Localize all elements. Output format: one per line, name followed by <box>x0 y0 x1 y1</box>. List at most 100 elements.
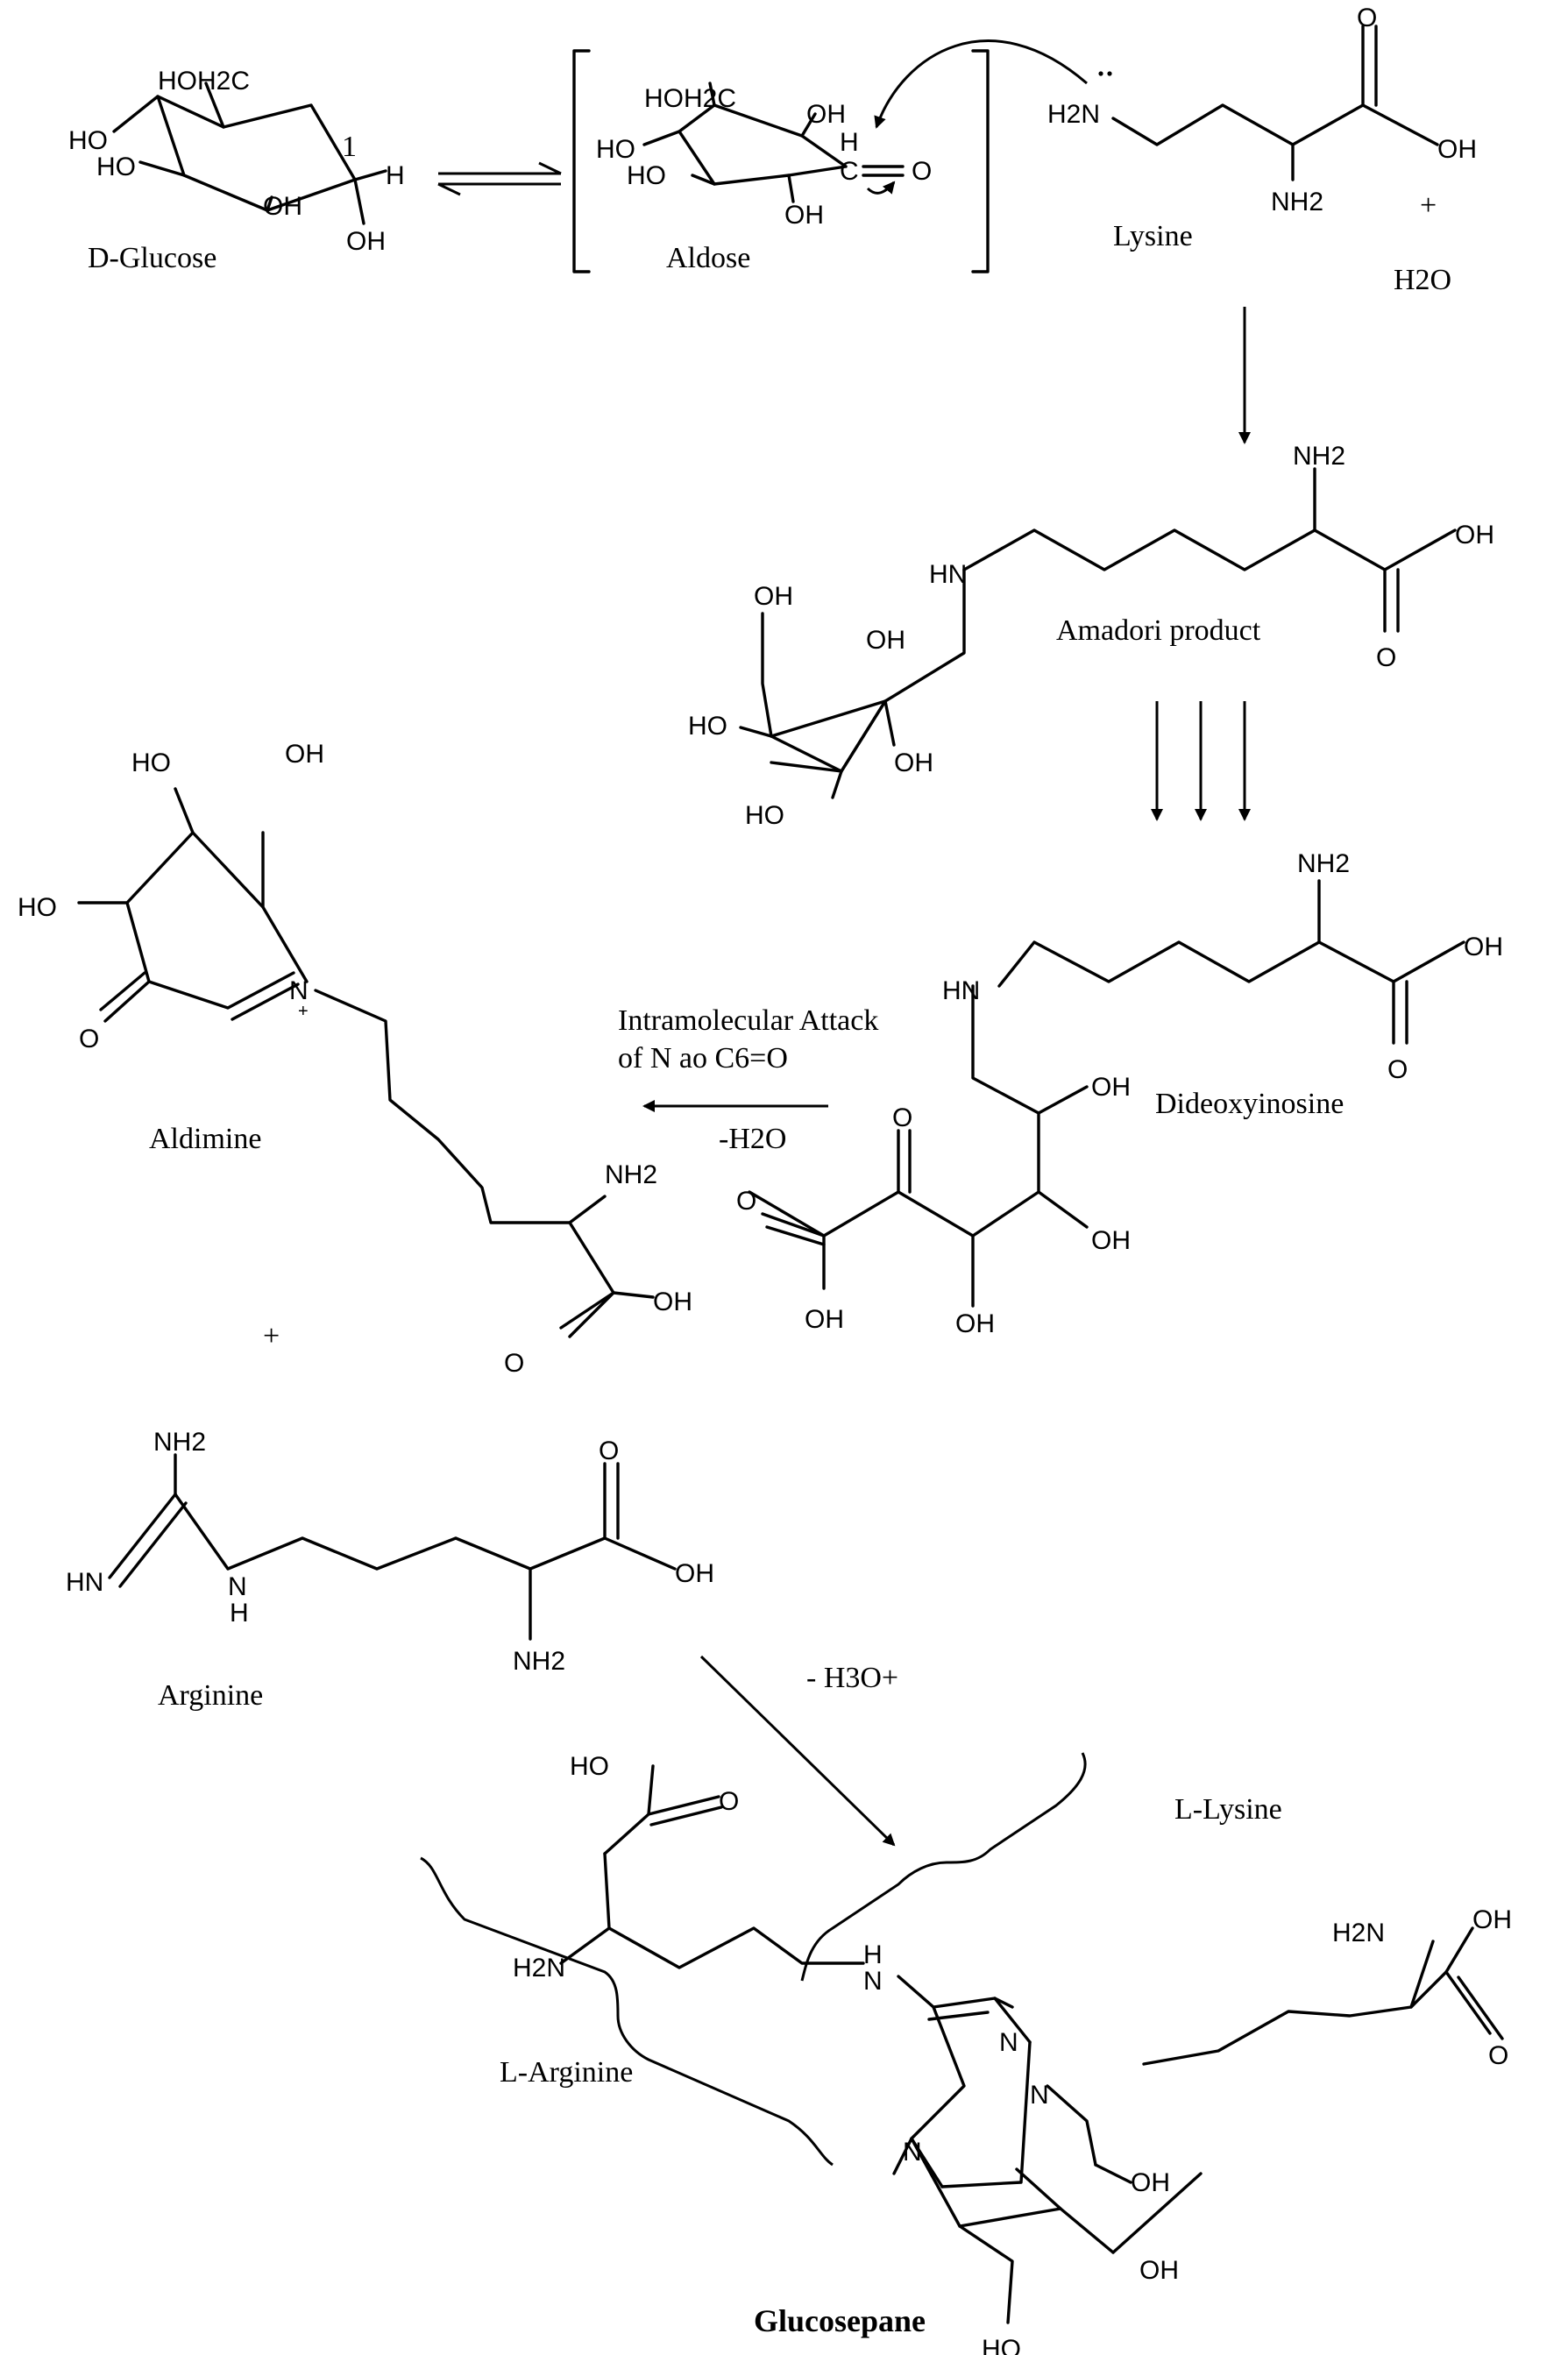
intramolecular-caption-line1: Intramolecular Attack <box>618 1004 878 1037</box>
n-label: N <box>1030 2081 1049 2110</box>
d-glucose-structure: HOH2C HO HO OH H OH 1 D-Glucose <box>68 67 405 274</box>
l-lysine-caption: L-Lysine <box>1174 1793 1282 1826</box>
hn-label: HN <box>66 1568 103 1597</box>
dideoxyinosine-caption: Dideoxyinosine <box>1155 1088 1344 1120</box>
intramolecular-caption-line2: of N ao C6=O <box>618 1042 788 1075</box>
hoh2c-label: HOH2C <box>644 84 736 113</box>
oh-label: OH <box>1464 933 1503 961</box>
o-label: O <box>719 1787 739 1816</box>
oh-label: OH <box>263 192 302 221</box>
h2n-label: H2N <box>1332 1919 1385 1947</box>
n-label: N <box>863 1967 883 1996</box>
oh-label: OH <box>1437 135 1477 164</box>
nh2-label: NH2 <box>153 1428 206 1457</box>
o-label: O <box>892 1103 912 1132</box>
oh-label: OH <box>805 1305 844 1334</box>
h-label: H <box>230 1599 249 1628</box>
o-label: O <box>1376 643 1396 672</box>
oh-label: OH <box>866 626 905 655</box>
aldose-caption: Aldose <box>666 242 750 274</box>
carbon-number-label: 1 <box>342 131 357 163</box>
ho-label: HO <box>131 748 171 777</box>
oh-label: OH <box>1455 521 1494 550</box>
plus-charge: + <box>298 1002 309 1021</box>
amadori-product-structure: NH2 OH O HN OH OH HO OH HO Amadori produ… <box>688 442 1494 830</box>
h-label: H <box>840 128 859 157</box>
o-label: O <box>599 1436 619 1465</box>
oh-label: OH <box>1091 1226 1131 1255</box>
o-label: O <box>1488 2041 1508 2070</box>
h-label: H <box>863 1940 883 1969</box>
o-label: O <box>1357 4 1377 32</box>
n-label: N <box>903 2138 922 2167</box>
l-lysine-brace <box>800 1752 1087 1982</box>
o-label: O <box>79 1025 99 1053</box>
ho-label: HO <box>982 2335 1021 2355</box>
oh-label: OH <box>784 201 824 230</box>
o-label: O <box>912 157 932 186</box>
h2n-label: H2N <box>1047 100 1100 129</box>
ho-label: HO <box>627 161 666 190</box>
l-arginine-brace <box>420 1856 834 2167</box>
ho-label: HO <box>68 126 108 155</box>
nh2-label: NH2 <box>1271 188 1323 216</box>
oh-label: OH <box>955 1309 995 1338</box>
nh2-label: NH2 <box>1293 442 1345 471</box>
oh-label: OH <box>285 740 324 769</box>
aldimine-caption: Aldimine <box>149 1123 261 1155</box>
h2n-label: H2N <box>513 1954 565 1983</box>
nh2-label: NH2 <box>513 1647 565 1676</box>
plus-sign: + <box>263 1320 280 1352</box>
water-caption: H2O <box>1394 264 1451 296</box>
oh-label: OH <box>754 582 793 611</box>
ho-label: HO <box>745 801 784 830</box>
oh-label: OH <box>1131 2168 1170 2197</box>
oh-label: OH <box>1139 2256 1179 2285</box>
triple-arrows <box>1151 701 1251 821</box>
oh-label: OH <box>894 748 933 777</box>
ho-label: HO <box>570 1752 609 1781</box>
equilibrium-arrows <box>437 161 562 196</box>
arginine-caption: Arginine <box>158 1679 263 1712</box>
arginine-structure: NH2 HN N H O OH NH2 Arginine <box>66 1428 714 1712</box>
glucosepane-caption: Glucosepane <box>754 2303 926 2338</box>
oh-label: OH <box>653 1287 692 1316</box>
oh-label: OH <box>806 100 846 129</box>
diagonal-arrow: - H3O+ <box>699 1655 898 1847</box>
o-label: O <box>736 1187 756 1216</box>
hn-label: HN <box>942 976 980 1005</box>
lysine-caption: Lysine <box>1113 220 1193 252</box>
h-label: H <box>386 161 405 190</box>
oh-label: OH <box>1472 1905 1512 1934</box>
oh-label: OH <box>346 227 386 256</box>
o-label: O <box>504 1349 524 1378</box>
ho-label: HO <box>688 712 727 741</box>
ho-label: HO <box>96 153 136 181</box>
aldimine-structure: OH HO HO N + O NH2 OH O Aldimine + <box>18 740 692 1378</box>
o-label: O <box>1387 1055 1408 1084</box>
nh2-label: NH2 <box>1297 849 1350 878</box>
nh2-label: NH2 <box>605 1160 657 1189</box>
glucosepane-structure: HO O H2N H N N N N OH HO OH H2N OH O L-L… <box>420 1752 1512 2355</box>
n-label: N <box>228 1572 247 1601</box>
oh-label: OH <box>1091 1073 1131 1102</box>
n-label: N <box>999 2028 1018 2057</box>
ho-label: HO <box>596 135 635 164</box>
amadori-caption: Amadori product <box>1056 614 1261 647</box>
intramolecular-arrow: Intramolecular Attack of N ao C6=O -H2O <box>618 1004 878 1155</box>
d-glucose-caption: D-Glucose <box>88 242 216 274</box>
minus-hydronium-caption: - H3O+ <box>806 1662 898 1694</box>
c-label: C <box>840 157 859 186</box>
lysine-structure: H2N O OH NH2 + Lysine H2O <box>1047 4 1477 296</box>
oh-label: OH <box>675 1559 714 1588</box>
ho-label: HO <box>18 893 57 922</box>
hn-label: HN <box>929 560 967 589</box>
n-label: N <box>289 976 309 1005</box>
aldose-structure: HOH2C OH HO HO H C O OH Aldose <box>572 39 1088 274</box>
plus-sign: + <box>1420 189 1437 222</box>
l-arginine-caption: L-Arginine <box>500 2056 633 2089</box>
hoh2c-label: HOH2C <box>158 67 250 96</box>
dideoxyinosine-structure: NH2 OH O HN OH O O OH OH OH Dideoxyinosi… <box>736 849 1503 1338</box>
minus-water-caption: -H2O <box>719 1123 786 1155</box>
